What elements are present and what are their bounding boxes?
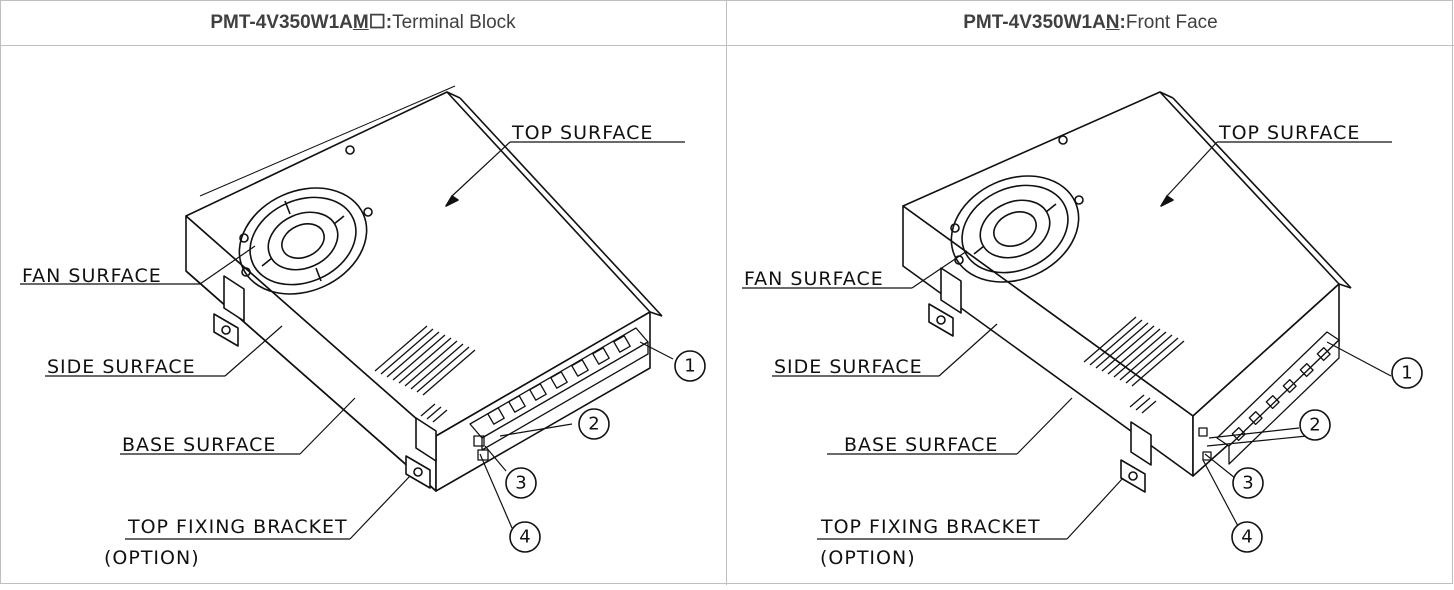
- header-colon: :: [1119, 11, 1126, 33]
- drawing-front-face: TOP SURFACE FAN SURFACE SIDE SURFACE BAS…: [727, 46, 1453, 585]
- model-variant: M: [352, 11, 369, 33]
- label-side-surface: SIDE SURFACE: [774, 356, 923, 378]
- label-fan-surface: FAN SURFACE: [22, 265, 162, 287]
- fixing-bracket-icon: [928, 267, 1152, 493]
- callout-3: 3: [505, 467, 537, 499]
- label-fan-surface: FAN SURFACE: [744, 268, 884, 290]
- vent-slots-icon: [374, 325, 476, 423]
- fixing-bracket-icon: [213, 275, 437, 489]
- callout-4: 4: [1231, 521, 1263, 553]
- label-top-fixing-bracket: TOP FIXING BRACKET: [820, 516, 1041, 538]
- label-base-surface: BASE SURFACE: [844, 434, 998, 456]
- label-top-surface: TOP SURFACE: [511, 122, 653, 144]
- label-top-fixing-bracket: TOP FIXING BRACKET: [127, 516, 348, 538]
- fan-grill-icon: [238, 145, 373, 295]
- fan-grill-icon: [950, 135, 1084, 283]
- header-colon: :: [385, 11, 393, 33]
- label-top-surface: TOP SURFACE: [1218, 122, 1360, 144]
- svg-text:1: 1: [1401, 363, 1412, 384]
- svg-text:4: 4: [519, 527, 530, 548]
- callout-2: 2: [578, 408, 610, 440]
- callout-3: 3: [1232, 467, 1264, 499]
- label-base-surface: BASE SURFACE: [122, 434, 276, 456]
- drawing-terminal-block: TOP SURFACE FAN SURFACE SIDE SURFACE BAS…: [0, 46, 726, 585]
- callout-1: 1: [674, 350, 706, 382]
- model-variant: N: [1105, 11, 1120, 33]
- callout-4: 4: [509, 521, 541, 553]
- label-side-surface: SIDE SURFACE: [47, 356, 196, 378]
- model-suffix-box: ☐: [368, 12, 386, 33]
- svg-text:3: 3: [515, 473, 526, 494]
- column-divider: [726, 0, 727, 585]
- terminal-block-icon: [469, 327, 649, 461]
- model-prefix: PMT-4V350W1A: [210, 11, 353, 33]
- label-option: (OPTION): [104, 547, 200, 569]
- callout-2: 2: [1299, 409, 1331, 441]
- label-option: (OPTION): [820, 547, 916, 569]
- svg-text:2: 2: [1309, 415, 1320, 436]
- model-prefix: PMT-4V350W1A: [963, 11, 1106, 33]
- svg-text:2: 2: [588, 414, 599, 435]
- callout-1: 1: [1391, 357, 1423, 389]
- svg-text:1: 1: [684, 356, 695, 377]
- header-description: Terminal Block: [392, 11, 516, 33]
- vent-slots-icon: [1083, 316, 1185, 414]
- svg-text:3: 3: [1242, 473, 1253, 494]
- header-description: Front Face: [1125, 11, 1218, 33]
- svg-text:4: 4: [1241, 527, 1252, 548]
- header-divider: [0, 45, 1454, 46]
